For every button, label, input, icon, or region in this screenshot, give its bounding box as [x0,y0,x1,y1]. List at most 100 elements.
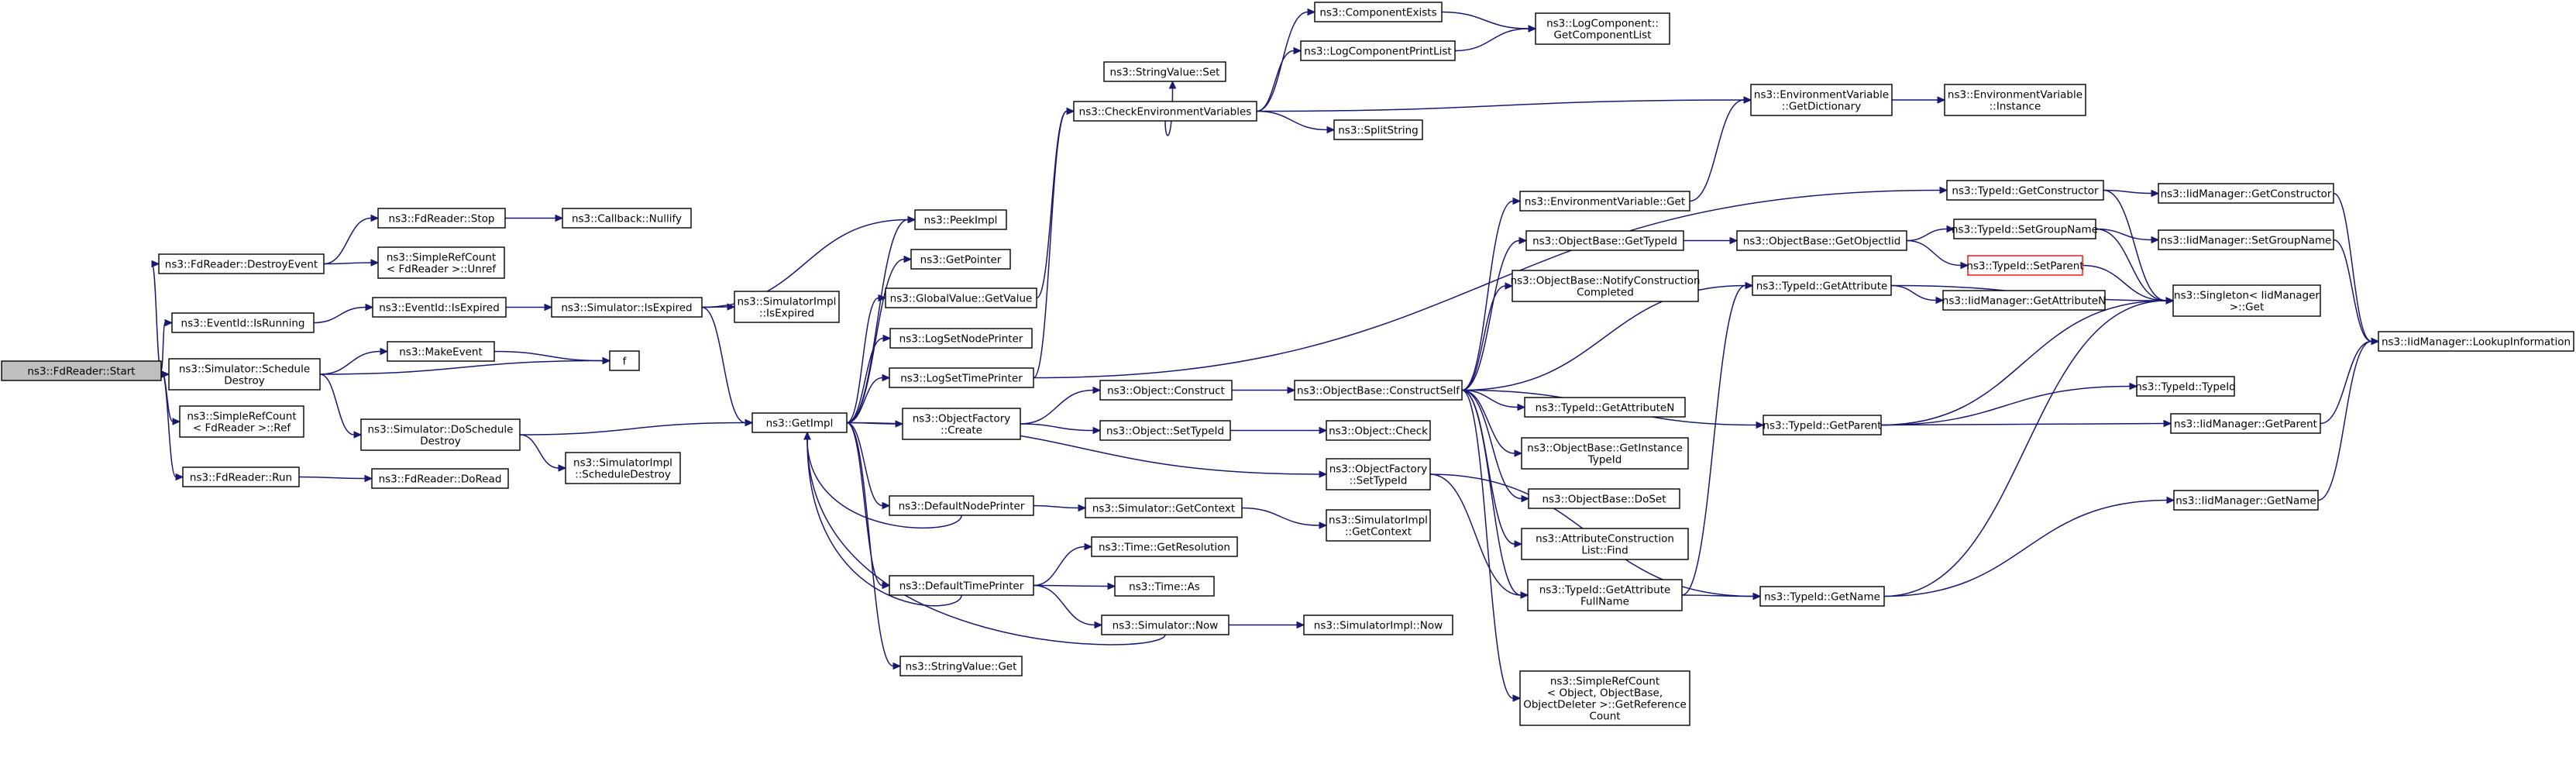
node-peekimpl[interactable]: ns3::PeekImpl [914,209,1007,230]
node-box[interactable] [372,297,507,318]
node-typeidgetparent[interactable]: ns3::TypeId::GetParent [1763,415,1882,435]
node-box[interactable] [1942,290,2106,311]
node-box[interactable] [1326,458,1431,491]
node-typeidtypeid[interactable]: ns3::TypeId::TypeId [2135,376,2236,397]
node-checkenvvars[interactable]: ns3::CheckEnvironmentVariables [1073,101,1257,122]
node-box[interactable] [565,452,681,484]
node-box[interactable] [889,328,1033,349]
node-timeas[interactable]: ns3::Time::As [1114,576,1215,597]
node-box[interactable] [914,209,1007,230]
node-nullify[interactable]: ns3::Callback::Nullify [562,208,692,229]
node-simplerefcountgetref[interactable]: ns3::SimpleRefCount< Object, ObjectBase,… [1519,670,1690,726]
node-objfactorysettypeid[interactable]: ns3::ObjectFactory::SetTypeId [1326,458,1431,491]
node-box[interactable] [1763,415,1882,435]
node-box[interactable] [751,412,848,433]
node-defaulttimeprinter[interactable]: ns3::DefaultTimePrinter [889,575,1034,596]
node-box[interactable] [1521,437,1689,470]
node-box[interactable] [1314,2,1443,22]
node-box[interactable] [1521,528,1689,560]
node-stringvalueset[interactable]: ns3::StringValue::Set [1103,61,1226,82]
node-box[interactable] [910,249,1011,270]
node-refcountunref[interactable]: ns3::SimpleRefCount< FdReader >::Unref [377,246,505,279]
node-box[interactable] [1303,614,1453,635]
node-box[interactable] [1967,255,2083,276]
node-box[interactable] [377,246,505,279]
node-defaultnodeprinter[interactable]: ns3::DefaultNodePrinter [889,495,1034,516]
node-typeidgetname[interactable]: ns3::TypeId::GetName [1759,586,1885,607]
node-box[interactable] [387,341,495,362]
node-box[interactable] [1326,420,1431,441]
node-simimplgetcontext[interactable]: ns3::SimulatorImpl::GetContext [1326,509,1431,542]
node-objbaseconstructself[interactable]: ns3::ObjectBase::ConstructSelf [1294,380,1463,401]
node-getimpl[interactable]: ns3::GetImpl [751,412,848,433]
node-splitstring[interactable]: ns3::SplitString [1333,119,1423,140]
node-start[interactable]: ns3::FdReader::Start [1,360,162,381]
node-isrunning[interactable]: ns3::EventId::IsRunning [171,312,315,333]
node-simisexpired[interactable]: ns3::Simulator::IsExpired [551,297,703,318]
node-box[interactable] [885,287,1037,308]
node-box[interactable] [1759,586,1885,607]
node-box[interactable] [1512,270,1699,302]
node-componentexists[interactable]: ns3::ComponentExists [1314,2,1443,22]
node-doread[interactable]: ns3::FdReader::DoRead [371,468,509,489]
node-objconstruct[interactable]: ns3::Object::Construct [1099,380,1233,401]
node-box[interactable] [1294,380,1463,401]
node-iidmgrgetname[interactable]: ns3::IidManager::GetName [2173,490,2319,511]
node-box[interactable] [1519,670,1690,726]
node-box[interactable] [1300,40,1456,61]
node-box[interactable] [1103,61,1226,82]
node-logcompgetlist[interactable]: ns3::LogComponent::GetComponentList [1535,12,1670,45]
node-typeidgetattrn[interactable]: ns3::TypeId::GetAttributeN [1524,397,1686,418]
node-box[interactable] [734,291,840,323]
node-envvarget[interactable]: ns3::EnvironmentVariable::Get [1519,191,1690,212]
node-lognodeprinter[interactable]: ns3::LogSetNodePrinter [889,328,1033,349]
node-simimplisexpired[interactable]: ns3::SimulatorImpl::IsExpired [734,291,840,323]
node-box[interactable] [2158,229,2334,250]
node-objbasedoset[interactable]: ns3::ObjectBase::DoSet [1528,488,1680,509]
node-iidmgrgetattrn[interactable]: ns3::IidManager::GetAttributeN [1942,290,2106,311]
node-box[interactable] [1527,579,1683,611]
node-box[interactable] [179,405,304,438]
node-typeidgetattribute[interactable]: ns3::TypeId::GetAttribute [1752,275,1892,296]
node-box[interactable] [1085,497,1243,518]
node-iidmgrgetparent[interactable]: ns3::IidManager::GetParent [2170,413,2321,434]
node-box[interactable] [1946,180,2104,201]
node-objfactorycreate[interactable]: ns3::ObjectFactory::Create [902,408,1021,440]
node-typeidsetgroupname[interactable]: ns3::TypeId::SetGroupName [1952,219,2098,239]
node-scheddestroy[interactable]: ns3::Simulator::ScheduleDestroy [168,358,321,391]
node-box[interactable] [551,297,703,318]
node-box[interactable] [1953,219,2096,239]
node-simnow[interactable]: ns3::Simulator::Now [1101,614,1230,635]
node-box[interactable] [1519,191,1690,212]
node-box[interactable] [902,408,1021,440]
node-box[interactable] [182,466,300,487]
node-box[interactable] [889,495,1034,516]
node-objbasenotify[interactable]: ns3::ObjectBase::NotifyConstructionCompl… [1510,270,1701,302]
node-box[interactable] [371,468,509,489]
node-refcountref[interactable]: ns3::SimpleRefCount< FdReader >::Ref [179,405,304,438]
node-singletonget[interactable]: ns3::Singleton< IidManager>::Get [2172,284,2321,317]
node-logtimeprinter[interactable]: ns3::LogSetTimePrinter [889,367,1034,388]
node-box[interactable] [2378,331,2574,352]
node-box[interactable] [2170,413,2321,434]
node-simgetcontext[interactable]: ns3::Simulator::GetContext [1085,497,1243,518]
node-box[interactable] [1326,509,1431,542]
node-box[interactable] [1750,84,1893,116]
node-box[interactable] [1944,84,2086,116]
node-box[interactable] [1524,397,1686,418]
node-timegetres[interactable]: ns3::Time::GetResolution [1091,536,1238,557]
node-box[interactable] [889,367,1034,388]
node-box[interactable] [1333,119,1423,140]
node-box[interactable] [2172,284,2321,317]
node-box[interactable] [168,358,321,391]
node-box[interactable] [1099,420,1231,441]
node-makeevent[interactable]: ns3::MakeEvent [387,341,495,362]
node-box[interactable] [889,575,1034,596]
node-globalvalueget[interactable]: ns3::GlobalValue::GetValue [885,287,1037,308]
node-box[interactable] [1114,576,1215,597]
node-logcompprintlist[interactable]: ns3::LogComponentPrintList [1300,40,1456,61]
node-fdstop[interactable]: ns3::FdReader::Stop [377,208,506,229]
